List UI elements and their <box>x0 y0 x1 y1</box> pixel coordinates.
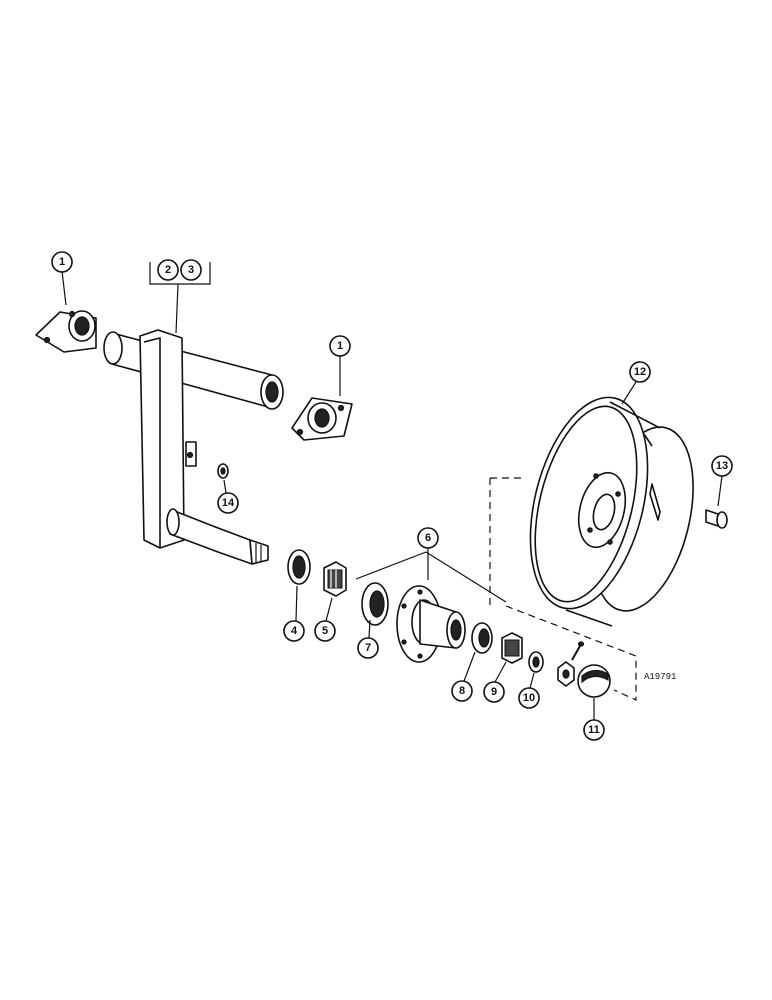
svg-text:6: 6 <box>425 532 431 544</box>
callout-6: 6 <box>417 527 439 549</box>
nut <box>557 661 575 687</box>
callout-8: 8 <box>451 680 473 702</box>
washer <box>528 651 544 673</box>
inner-bearing-cone <box>323 561 347 597</box>
svg-text:1: 1 <box>59 256 65 268</box>
cotter-pin <box>571 641 585 661</box>
callout-5: 5 <box>314 620 336 642</box>
svg-text:3: 3 <box>188 264 194 276</box>
svg-text:9: 9 <box>491 686 497 698</box>
callout-10: 10 <box>518 687 540 709</box>
figure-id: A19791 <box>644 672 676 682</box>
wheel-bolt <box>705 509 728 529</box>
svg-text:4: 4 <box>291 625 298 637</box>
bearing-cup-outer <box>471 622 493 654</box>
callout-9: 9 <box>483 681 505 703</box>
svg-text:5: 5 <box>322 625 328 637</box>
wheel-hub <box>396 585 466 663</box>
svg-text:7: 7 <box>365 642 371 654</box>
bushing <box>217 463 229 479</box>
callout-1-left: 1 <box>51 251 73 273</box>
svg-text:11: 11 <box>588 724 600 736</box>
svg-text:1: 1 <box>337 340 343 352</box>
callout-11: 11 <box>583 719 605 741</box>
outer-bearing-cone <box>501 632 523 664</box>
svg-text:10: 10 <box>523 692 535 704</box>
seal <box>287 549 311 585</box>
wheel-rim <box>529 396 694 627</box>
flange-bearing-left <box>35 310 97 353</box>
axle-assembly <box>103 329 284 565</box>
svg-text:8: 8 <box>459 685 465 697</box>
svg-text:12: 12 <box>634 366 646 378</box>
svg-text:2: 2 <box>165 264 171 276</box>
bearing-cup-inner <box>361 582 389 626</box>
callout-7: 7 <box>357 637 379 659</box>
svg-text:13: 13 <box>716 460 728 472</box>
callout-2: 2 <box>157 259 179 281</box>
callout-4: 4 <box>283 620 305 642</box>
hub-cap <box>577 664 611 698</box>
svg-text:14: 14 <box>222 497 235 509</box>
callout-3: 3 <box>180 259 202 281</box>
callout-1-right: 1 <box>329 335 351 357</box>
callout-12: 12 <box>629 361 651 383</box>
flange-bearing-right <box>291 397 353 441</box>
leader-lines <box>61 262 723 720</box>
callout-13: 13 <box>711 455 733 477</box>
callout-14: 14 <box>217 492 239 514</box>
